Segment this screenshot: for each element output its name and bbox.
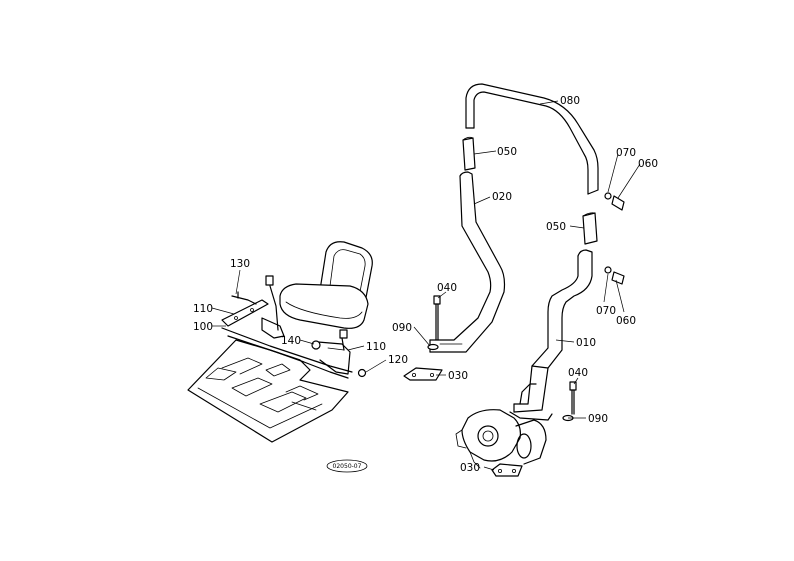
seat-rail-assembly bbox=[221, 275, 367, 379]
label-080: 080 bbox=[560, 95, 580, 107]
rops-right-post bbox=[513, 249, 593, 413]
seat bbox=[279, 241, 373, 329]
label-010: 010 bbox=[576, 337, 596, 349]
label-020: 020 bbox=[492, 191, 512, 203]
label-090-right: 090 bbox=[588, 413, 608, 425]
bracket-plate-left bbox=[403, 367, 443, 381]
rops-right-bracket bbox=[509, 383, 553, 421]
label-030-right: 030 bbox=[460, 462, 480, 474]
bolt-nut-lower bbox=[604, 266, 625, 285]
label-070-upper: 070 bbox=[616, 147, 636, 159]
label-110-left: 110 bbox=[193, 303, 213, 315]
label-140: 140 bbox=[281, 335, 301, 347]
label-050-upper: 050 bbox=[497, 146, 517, 158]
label-090-left: 090 bbox=[392, 322, 412, 334]
label-120: 120 bbox=[388, 354, 408, 366]
label-110-right: 110 bbox=[366, 341, 386, 353]
bracket-plate-right bbox=[491, 463, 523, 477]
rops-top-frame bbox=[465, 83, 599, 195]
label-040-left: 040 bbox=[437, 282, 457, 294]
spacer-tube-upper bbox=[462, 136, 476, 171]
floor-plate bbox=[187, 339, 349, 443]
label-100: 100 bbox=[193, 321, 213, 333]
bolt-right bbox=[562, 381, 577, 422]
axle-housing bbox=[455, 409, 547, 469]
label-040-right: 040 bbox=[568, 367, 588, 379]
label-030-left: 030 bbox=[448, 370, 468, 382]
bolt-left bbox=[427, 295, 441, 351]
drawing-stamp: 02050-07 bbox=[326, 459, 368, 473]
bolt-nut-upper bbox=[604, 192, 625, 211]
label-050-right: 050 bbox=[546, 221, 566, 233]
label-060-upper: 060 bbox=[638, 158, 658, 170]
spacer-tube-right bbox=[582, 212, 598, 245]
part-labels: 080 050 070 060 020 050 070 060 040 090 … bbox=[193, 95, 658, 474]
label-070-lower: 070 bbox=[596, 305, 616, 317]
stamp-text: 02050-07 bbox=[333, 463, 362, 470]
leader-lines bbox=[211, 100, 641, 471]
label-130: 130 bbox=[230, 258, 250, 270]
label-060-lower: 060 bbox=[616, 315, 636, 327]
